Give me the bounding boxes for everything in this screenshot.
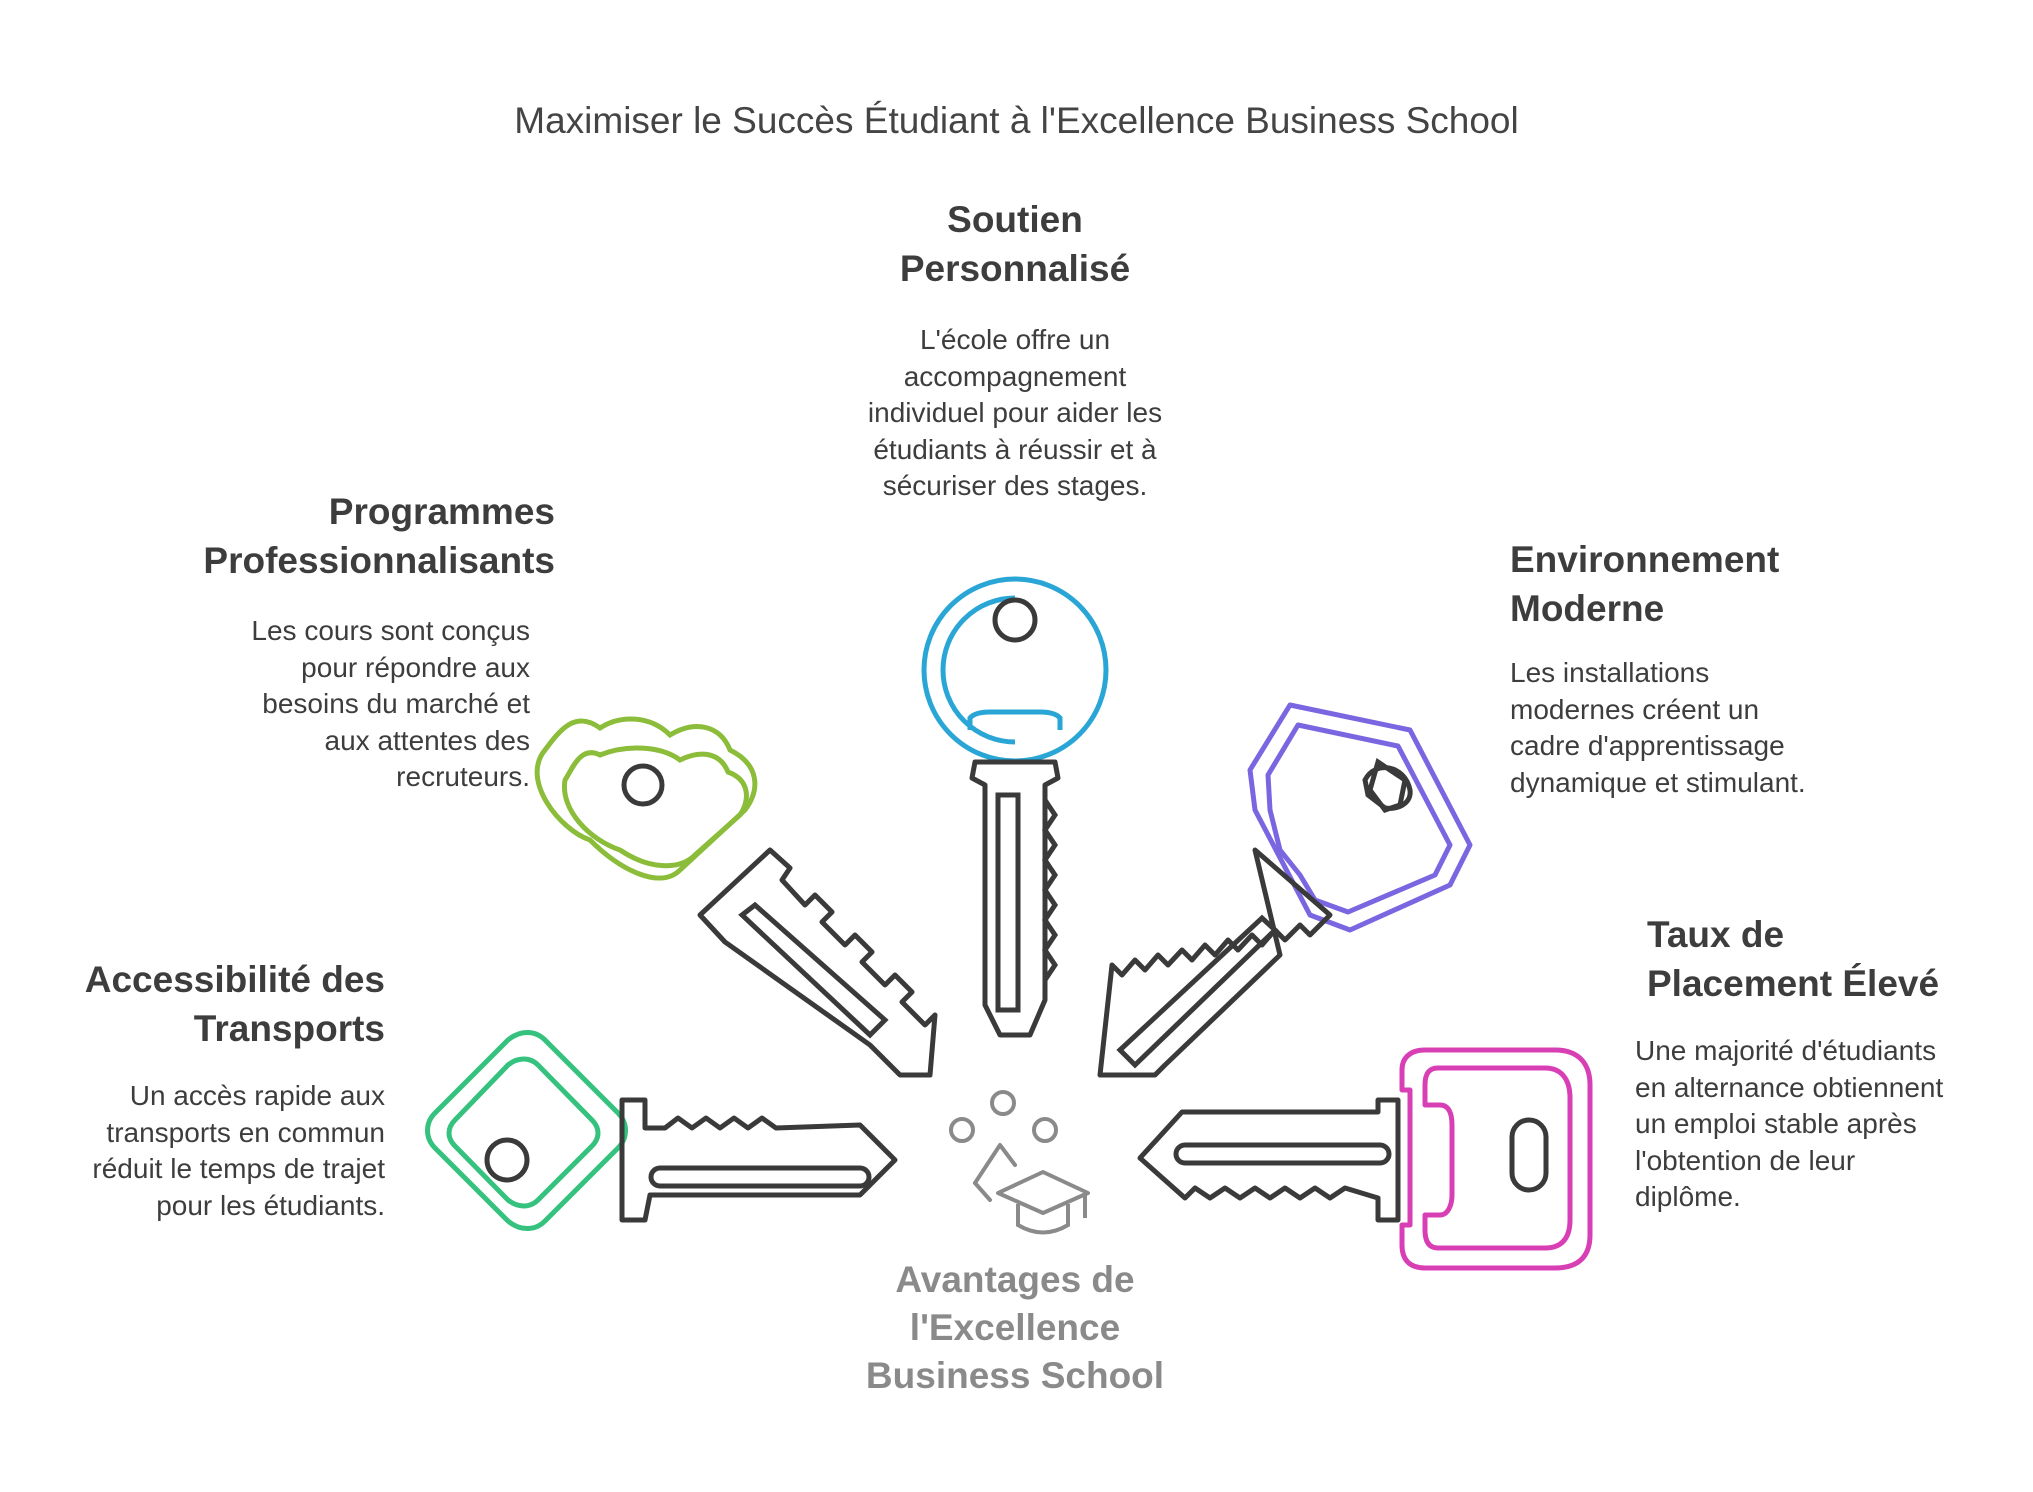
- center-label: Avantages de l'Excellence Business Schoo…: [865, 1259, 1165, 1396]
- lower-right-key: [1137, 1047, 1593, 1271]
- graduation-cap-icon: [949, 1090, 1090, 1235]
- lower-left-key: [425, 1030, 898, 1231]
- upper-right-description: Les installations modernes créent un cad…: [1510, 657, 1806, 798]
- upper-left-key: [534, 716, 938, 1078]
- lower-right-description: Une majorité d'étudiants en alternance o…: [1635, 1035, 1944, 1212]
- lower-right-heading: Taux de Placement Élevé: [1647, 914, 1940, 1004]
- upper-right-heading: Environnement Moderne: [1510, 539, 1780, 629]
- lower-left-heading: Accessibilité des Transports: [84, 959, 385, 1049]
- upper-left-heading: Programmes Professionnalisants: [203, 491, 555, 581]
- page-title: Maximiser le Succès Étudiant à l'Excelle…: [514, 100, 1519, 141]
- upper-left-description: Les cours sont conçus pour répondre aux …: [251, 615, 530, 792]
- lower-left-description: Un accès rapide aux transports en commun…: [92, 1080, 385, 1221]
- top-key: [921, 576, 1109, 1038]
- top-description: L'école offre un accompagnement individu…: [867, 324, 1163, 501]
- top-heading: Soutien Personnalisé: [899, 199, 1131, 289]
- upper-right-key: [1097, 702, 1473, 1078]
